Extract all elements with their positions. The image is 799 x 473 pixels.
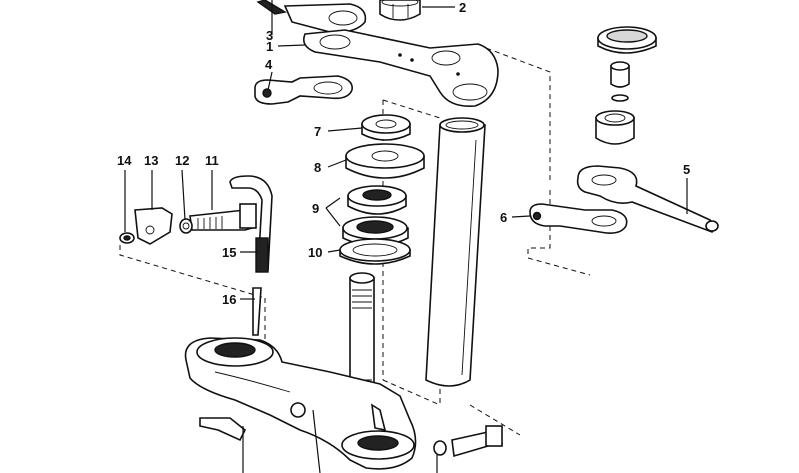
callout-labels: 2 3 1 4 5 6 7 8 9 10 14 13 12 11 15 16	[117, 0, 690, 307]
callout-2: 2	[459, 0, 466, 15]
damper-assembly	[529, 26, 719, 234]
callout-16: 16	[222, 292, 236, 307]
callout-13: 13	[144, 153, 158, 168]
callout-12: 12	[175, 153, 189, 168]
callout-8: 8	[314, 160, 321, 175]
upper-fork-bridge-plate	[256, 0, 499, 108]
callout-7: 7	[314, 124, 321, 139]
hose-and-fasteners	[119, 175, 273, 336]
callout-11: 11	[205, 153, 219, 168]
callout-4: 4	[265, 57, 273, 72]
callout-14: 14	[117, 153, 132, 168]
steering-stem	[349, 272, 375, 395]
callout-9: 9	[312, 201, 319, 216]
small-bracket	[254, 75, 354, 105]
callout-1: 1	[266, 39, 273, 54]
leader-lines	[124, 0, 688, 473]
top-nut	[379, 0, 421, 21]
fork-tube	[425, 117, 486, 387]
callout-3: 3	[266, 28, 273, 43]
callout-15: 15	[222, 245, 236, 260]
bottom-bolt	[433, 425, 503, 458]
base-bracket	[199, 417, 247, 442]
lower-fork-bridge	[184, 337, 417, 470]
callout-5: 5	[683, 162, 690, 177]
callout-10: 10	[308, 245, 322, 260]
bearing-stack	[339, 114, 425, 265]
callout-6: 6	[500, 210, 507, 225]
